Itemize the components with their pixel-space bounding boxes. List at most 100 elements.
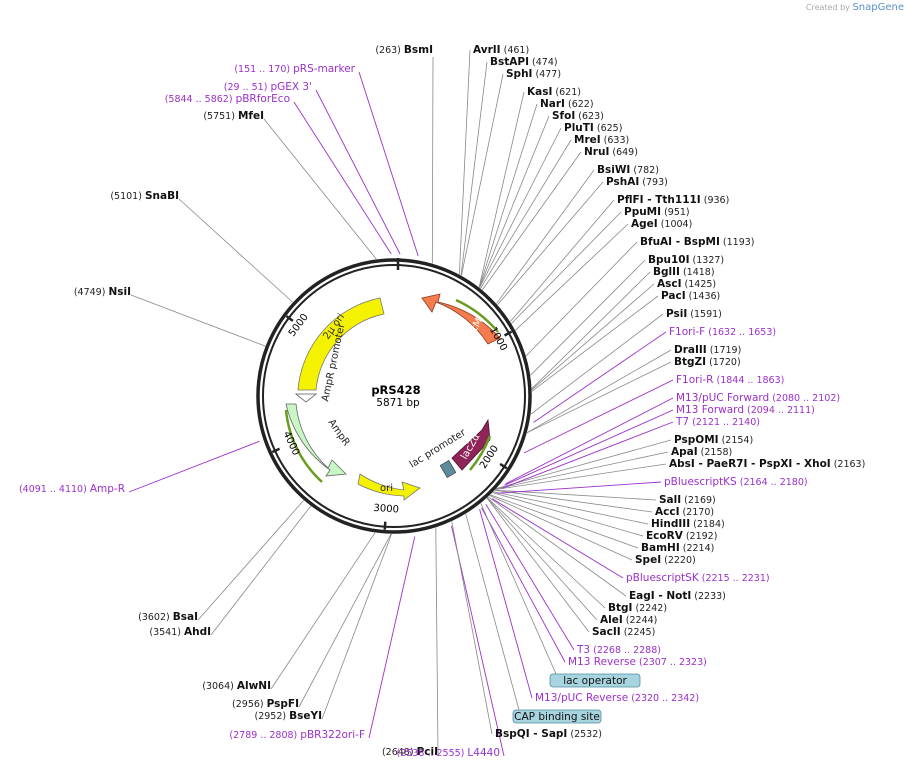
enzyme-site-right[interactable]: BfuAI - BspMI (1193) [640, 236, 754, 248]
primer-site-left[interactable]: (2538 .. 2555) L4440 [397, 747, 500, 759]
primer-site-right[interactable]: pBluescriptKS (2164 .. 2180) [664, 476, 808, 488]
leader-line [263, 118, 377, 260]
enzyme-site-left[interactable]: (4749) NsiI [74, 286, 131, 298]
enzyme-site-left[interactable]: (2648) PciI [382, 746, 438, 758]
enzyme-site-right[interactable]: PflFI - Tth111I (936) [617, 194, 729, 206]
primer-site-right[interactable]: M13/pUC Reverse (2320 .. 2342) [535, 692, 699, 704]
enzyme-site-right[interactable]: AbsI - PaeR7I - PspXI - XhoI (2163) [669, 458, 865, 470]
leader-line [530, 259, 646, 376]
primer-site-right[interactable]: pBluescriptSK (2215 .. 2231) [626, 572, 770, 584]
enzyme-site-right[interactable]: ApaI (2158) [671, 446, 732, 458]
natmx6-feature[interactable] [421, 293, 501, 345]
enzyme-name: EagI - NotI [629, 590, 691, 602]
enzyme-site-right[interactable]: DraIII (1719) [674, 344, 741, 356]
enzyme-site-left[interactable]: (263) BsmI [375, 44, 433, 56]
enzyme-position: (622) [565, 99, 594, 110]
enzyme-position: (2192) [683, 531, 718, 542]
enzyme-site-right[interactable]: BtgI (2242) [608, 602, 667, 614]
primer-leader [504, 409, 674, 486]
enzyme-site-right[interactable]: SphI (477) [506, 68, 561, 80]
enzyme-site-right[interactable]: MreI (633) [574, 134, 629, 146]
enzyme-name: SphI [506, 68, 532, 80]
enzyme-site-right[interactable]: EagI - NotI (2233) [629, 590, 726, 602]
enzyme-site-right[interactable]: AgeI (1004) [631, 218, 692, 230]
lac-promoter-feature[interactable] [439, 460, 457, 478]
enzyme-site-right[interactable]: PacI (1436) [661, 290, 720, 302]
primer-label: T3 (2268 .. 2288) [576, 644, 661, 656]
enzyme-site-right[interactable]: SacII (2245) [592, 626, 655, 638]
leader-line [130, 294, 266, 347]
enzyme-site-right[interactable]: BtgZI (1720) [674, 356, 741, 368]
enzyme-site-left[interactable]: (3541) AhdI [149, 626, 211, 638]
lacza-feature[interactable] [451, 418, 491, 471]
enzyme-position: (2956) [232, 699, 267, 710]
enzyme-name: BtgI [608, 602, 632, 614]
enzyme-site-left[interactable]: (3064) AlwNI [202, 680, 271, 692]
enzyme-site-right[interactable]: NruI (649) [584, 146, 638, 158]
enzyme-name: AgeI [631, 218, 658, 230]
primer-site-left[interactable]: (2789 .. 2808) pBR322ori-F [229, 729, 365, 741]
enzyme-position: (3064) [202, 681, 237, 692]
primer-label: F1ori-R (1844 .. 1863) [676, 374, 784, 386]
enzyme-site-right[interactable]: AvrII (461) [473, 44, 529, 56]
ori-label: ori [380, 483, 393, 494]
enzyme-site-right[interactable]: SpeI (2220) [635, 554, 696, 566]
2u-ori-feature[interactable] [297, 297, 385, 391]
enzyme-site-right[interactable]: BstAPI (474) [490, 56, 558, 68]
ampr-feature[interactable] [285, 403, 347, 477]
enzyme-name: ApaI [671, 446, 698, 458]
enzyme-site-left[interactable]: (5101) SnaBI [110, 190, 179, 202]
ori-feature[interactable] [357, 473, 421, 501]
enzyme-site-right[interactable]: AleI (2244) [600, 614, 657, 626]
enzyme-label: PflFI - Tth111I (936) [617, 194, 729, 206]
primer-range: (1632 .. 1653) [705, 327, 776, 338]
ampr-promoter-feature[interactable] [294, 393, 318, 403]
primer-site-left[interactable]: (4091 .. 4110) Amp-R [19, 483, 125, 495]
enzyme-site-right[interactable]: AscI (1425) [657, 278, 716, 290]
enzyme-label: SphI (477) [506, 68, 561, 80]
enzyme-site-right[interactable]: BspQI - SapI (2532) [495, 728, 602, 740]
primer-site-right[interactable]: M13/pUC Forward (2080 .. 2102) [676, 392, 840, 404]
leader-line [526, 349, 672, 434]
primer-site-left[interactable]: (151 .. 170) pRS-marker [234, 63, 355, 75]
enzyme-site-right[interactable]: KasI (621) [527, 86, 581, 98]
enzyme-name: PluTI [564, 122, 594, 134]
enzyme-site-left[interactable]: (2952) BseYI [255, 710, 323, 722]
enzyme-site-right[interactable]: AccI (2170) [655, 506, 714, 518]
enzyme-position: (1004) [658, 219, 693, 230]
enzyme-site-right[interactable]: PpuMI (951) [624, 206, 690, 218]
primer-site-right[interactable]: T3 (2268 .. 2288) [576, 644, 661, 656]
enzyme-site-right[interactable]: PspOMI (2154) [674, 434, 753, 446]
primer-site-right[interactable]: F1ori-F (1632 .. 1653) [669, 326, 776, 338]
enzyme-name: BamHI [641, 542, 680, 554]
enzyme-position: (782) [630, 165, 659, 176]
primer-site-right[interactable]: T7 (2121 .. 2140) [675, 416, 760, 428]
primer-site-left[interactable]: (5844 .. 5862) pBRforEco [165, 93, 290, 105]
primer-site-right[interactable]: M13 Reverse (2307 .. 2323) [568, 656, 707, 668]
enzyme-site-left[interactable]: (5751) MfeI [203, 110, 264, 122]
enzyme-site-right[interactable]: Bpu10I (1327) [648, 254, 724, 266]
leader-line [495, 451, 669, 490]
leader-line [531, 271, 651, 389]
enzyme-site-right[interactable]: EcoRV (2192) [646, 530, 717, 542]
enzyme-site-right[interactable]: BsiWI (782) [597, 164, 659, 176]
enzyme-site-right[interactable]: SalI (2169) [659, 494, 716, 506]
regulatory-site[interactable]: CAP binding site [512, 709, 602, 724]
enzyme-position: (1193) [720, 237, 755, 248]
enzyme-site-right[interactable]: PluTI (625) [564, 122, 622, 134]
enzyme-site-right[interactable]: BglII (1418) [653, 266, 715, 278]
primer-range: (2121 .. 2140) [689, 417, 760, 428]
enzyme-site-right[interactable]: NarI (622) [540, 98, 594, 110]
enzyme-site-right[interactable]: HindIII (2184) [651, 518, 725, 530]
enzyme-site-left[interactable]: (2956) PspFI [232, 698, 299, 710]
enzyme-label: (3541) AhdI [149, 626, 211, 638]
primer-site-right[interactable]: F1ori-R (1844 .. 1863) [676, 374, 784, 386]
enzyme-site-left[interactable]: (3602) BsaI [138, 611, 198, 623]
enzyme-site-right[interactable]: PsiI (1591) [666, 308, 722, 320]
enzyme-site-right[interactable]: BamHI (2214) [641, 542, 714, 554]
primer-site-right[interactable]: M13 Forward (2094 .. 2111) [676, 404, 815, 416]
enzyme-site-right[interactable]: PshAI (793) [606, 176, 668, 188]
primer-site-left[interactable]: (29 .. 51) pGEX 3' [224, 81, 312, 93]
enzyme-site-right[interactable]: SfoI (623) [552, 110, 604, 122]
regulatory-site[interactable]: lac operator [549, 673, 641, 688]
